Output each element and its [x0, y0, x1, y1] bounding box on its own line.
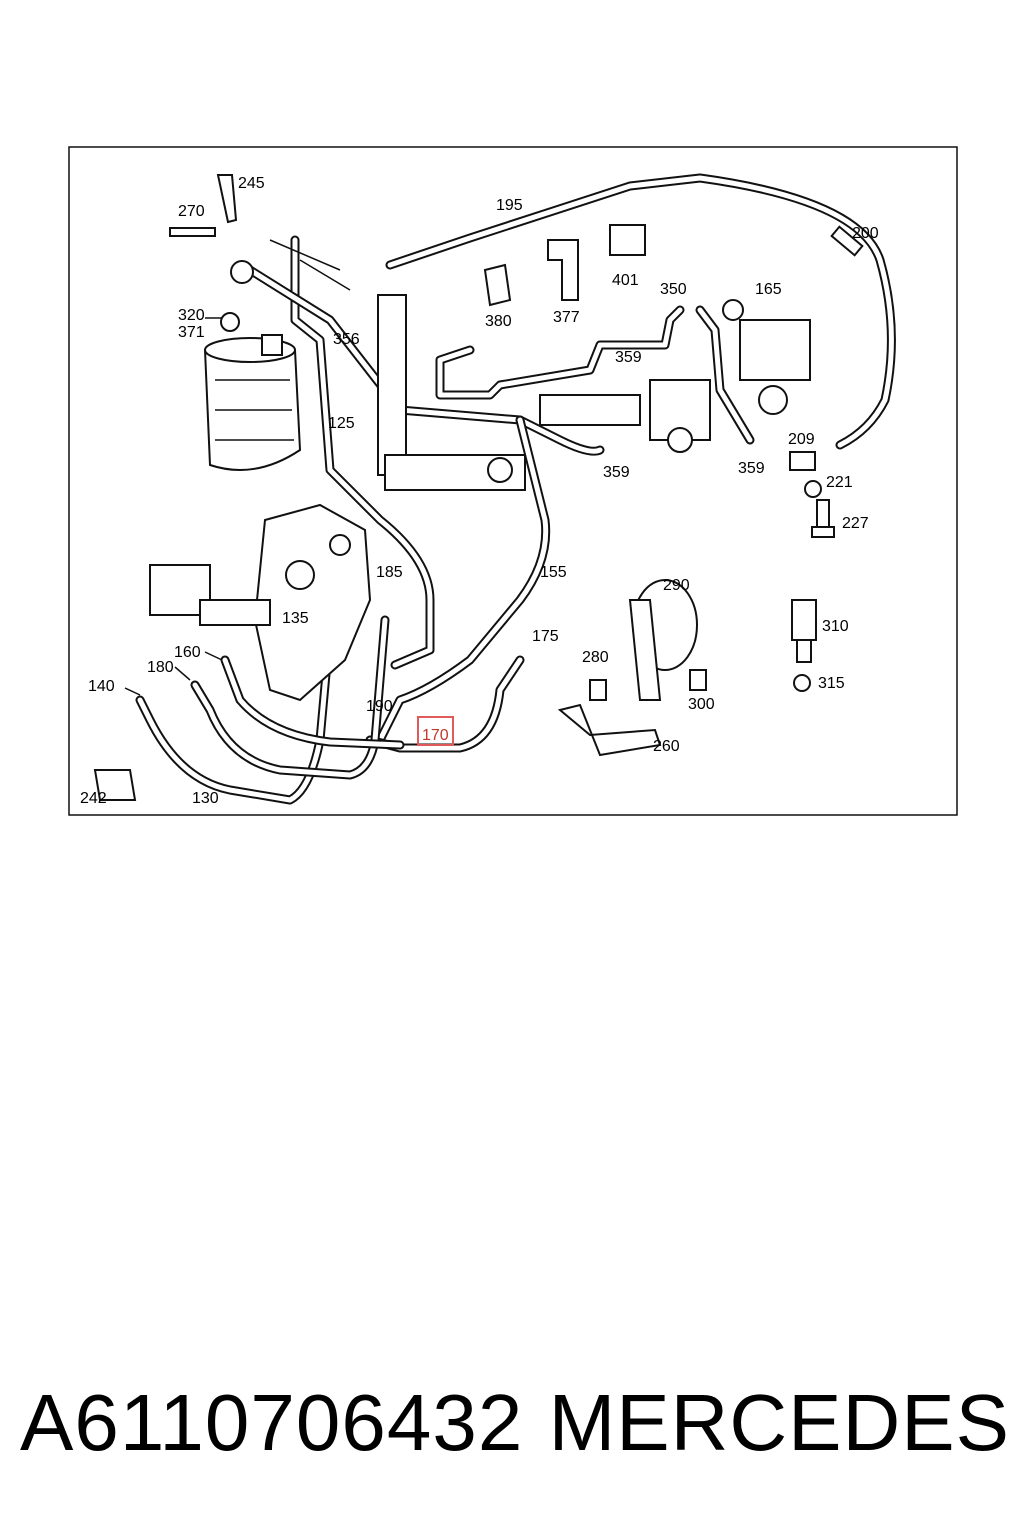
leader-lines [124, 239, 351, 696]
label-130: 130 [192, 790, 219, 807]
label-359c: 359 [738, 460, 765, 477]
label-260: 260 [653, 738, 680, 755]
label-380: 380 [485, 313, 512, 330]
label-180: 180 [147, 659, 174, 676]
part-number: A6110706432 [20, 1378, 524, 1467]
label-300: 300 [688, 696, 715, 713]
label-190: 190 [366, 698, 393, 715]
label-185: 185 [376, 564, 403, 581]
label-200: 200 [852, 225, 879, 242]
label-359b: 359 [603, 464, 630, 481]
label-140: 140 [88, 678, 115, 695]
parts-diagram: 245 270 195 200 401 380 377 350 165 320 … [68, 146, 958, 816]
label-280: 280 [582, 649, 609, 666]
label-160: 160 [174, 644, 201, 661]
label-320: 320 [178, 307, 205, 324]
label-242: 242 [80, 790, 107, 807]
label-290: 290 [663, 577, 690, 594]
pressure-regulator [649, 319, 811, 453]
label-209: 209 [788, 431, 815, 448]
fuel-lines [135, 173, 896, 805]
highlight-box-170 [417, 716, 454, 746]
label-359a: 359 [615, 349, 642, 366]
label-227: 227 [842, 515, 869, 532]
label-270: 270 [178, 203, 205, 220]
caption-bar: A6110706432 MERCEDES [20, 1368, 1010, 1478]
label-125: 125 [328, 415, 355, 432]
rail-and-injectors [377, 294, 641, 491]
label-165: 165 [755, 281, 782, 298]
label-170[interactable]: 170 [422, 727, 449, 744]
label-350: 350 [660, 281, 687, 298]
label-356: 356 [333, 331, 360, 348]
clips [220, 224, 744, 332]
label-245: 245 [238, 175, 265, 192]
fuel-filter-housing [203, 334, 302, 471]
label-221: 221 [826, 474, 853, 491]
brand-name: MERCEDES [548, 1378, 1010, 1467]
label-195: 195 [496, 197, 523, 214]
label-371: 371 [178, 324, 205, 341]
vacuum-actuator [557, 579, 698, 757]
label-175: 175 [532, 628, 559, 645]
label-155: 155 [540, 564, 567, 581]
label-377: 377 [553, 309, 580, 326]
high-pressure-pump [149, 503, 372, 702]
label-315: 315 [818, 675, 845, 692]
label-310: 310 [822, 618, 849, 635]
small-hardware [93, 174, 864, 801]
label-135: 135 [282, 610, 309, 627]
label-401: 401 [612, 272, 639, 289]
callout-labels: 245 270 195 200 401 380 377 350 165 320 … [80, 175, 879, 807]
